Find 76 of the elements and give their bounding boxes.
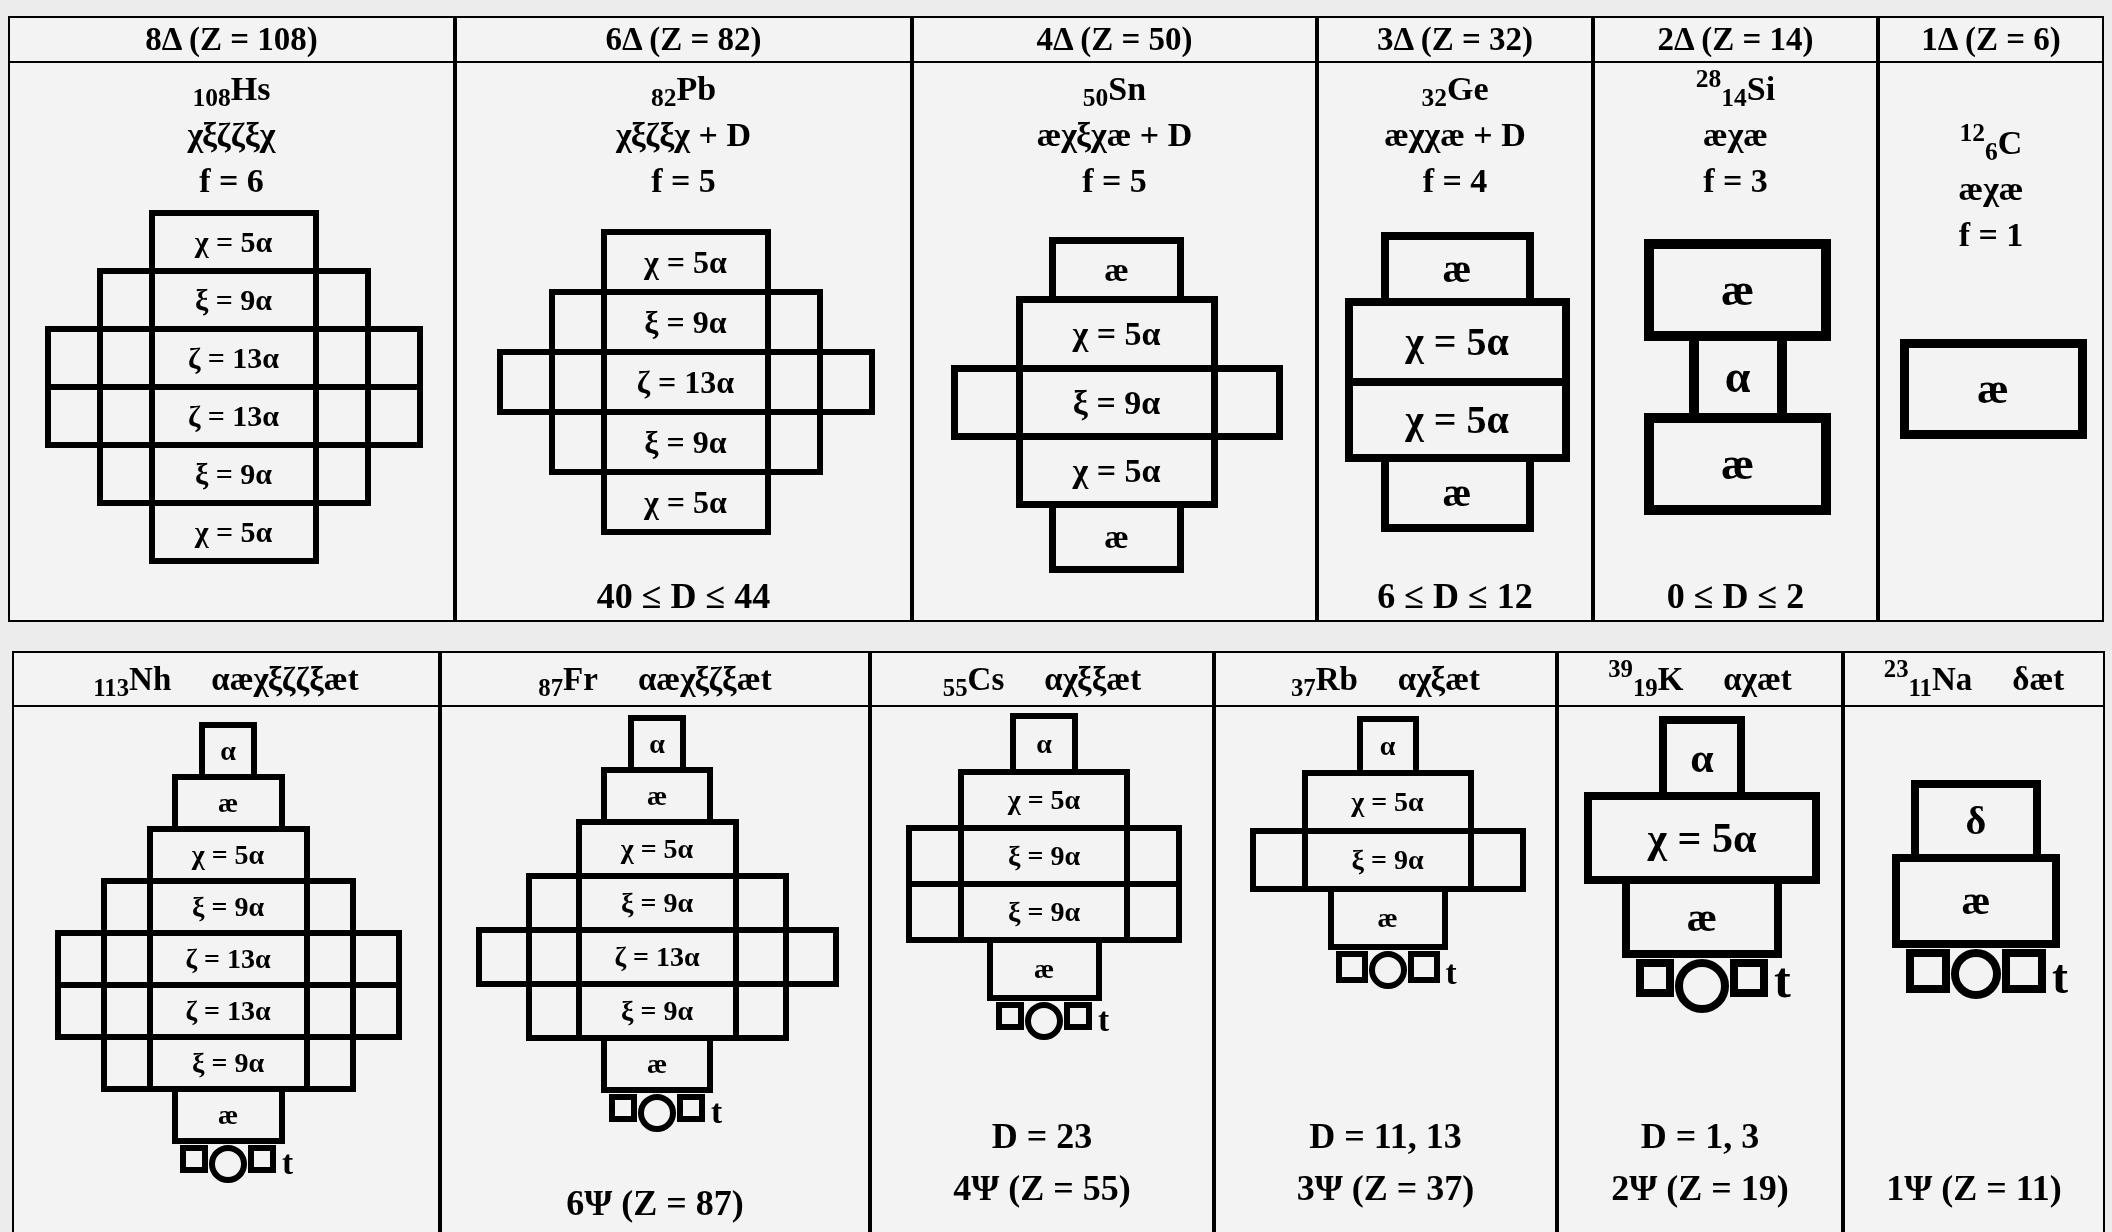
- empty-box: [1407, 951, 1440, 983]
- shell-formula: αæχξζζξæt: [211, 662, 359, 696]
- column-header: 6Δ (Z = 82): [605, 23, 762, 56]
- shell-formula: αχξξæt: [1044, 662, 1142, 696]
- table-cell: [1557, 651, 1843, 1232]
- layer-box: æ: [1644, 239, 1831, 341]
- column-header: 2Δ (Z = 14): [1657, 23, 1814, 56]
- d-range: 6 ≤ D ≤ 12: [1377, 575, 1533, 618]
- layer-box: χ = 5α: [1584, 792, 1820, 884]
- psi-label: 2Ψ (Z = 19): [1611, 1167, 1789, 1210]
- table-cell: [1214, 651, 1557, 1232]
- shell-formula: αæχξζξæt: [637, 662, 772, 696]
- table-cell: [455, 16, 912, 622]
- column-header: 3Δ (Z = 32): [1377, 23, 1533, 56]
- empty-box: [822, 349, 875, 415]
- table-cell: [1843, 651, 2105, 1232]
- shell-formula: æχæ: [1958, 169, 2024, 209]
- shell-formula: æχæ: [1703, 115, 1768, 155]
- t-label: t: [282, 1146, 294, 1180]
- table-cell: [870, 651, 1214, 1232]
- shell-formula: χξζξχ + D: [615, 115, 751, 155]
- f-value: f = 1: [1958, 215, 2024, 255]
- psi-label: 3Ψ (Z = 37): [1296, 1167, 1475, 1210]
- nuclide-symbol: $_{87}$Fr: [538, 662, 598, 696]
- d-value: D = 11, 13: [1309, 1115, 1462, 1158]
- column-header: 8Δ (Z = 108): [145, 23, 318, 56]
- d-range: 0 ≤ D ≤ 2: [1666, 575, 1805, 618]
- table-cell: [912, 16, 1317, 622]
- column-header: 4Δ (Z = 50): [1036, 23, 1193, 56]
- shell-formula: δæt: [2012, 662, 2065, 696]
- t-label: t: [2052, 953, 2068, 1001]
- d-value: D = 23: [991, 1115, 1093, 1158]
- empty-box: [677, 1094, 705, 1122]
- layer-box: æ: [1892, 854, 2060, 948]
- f-value: f = 5: [651, 161, 716, 201]
- shell-formula: æχξχæ + D: [1036, 115, 1193, 155]
- empty-box: [1335, 951, 1368, 983]
- t-label: t: [1445, 956, 1457, 990]
- nuclide-symbol: $_{37}$Rb: [1290, 662, 1358, 696]
- empty-box: [1064, 1002, 1092, 1030]
- t-label: t: [711, 1095, 723, 1129]
- f-value: f = 4: [1422, 161, 1488, 201]
- f-value: f = 3: [1703, 161, 1768, 201]
- layer-box: æ: [1644, 413, 1831, 515]
- d-range: 40 ≤ D ≤ 44: [596, 575, 771, 618]
- t-label: t: [1098, 1003, 1110, 1037]
- nuclide-symbol: $_{50}$Sn: [1082, 69, 1147, 112]
- empty-box: [2002, 949, 2046, 993]
- d-value: D = 1, 3: [1640, 1115, 1760, 1158]
- f-value: f = 6: [199, 161, 264, 201]
- layer-box: æ: [1899, 339, 2087, 439]
- nuclide-symbol: $_{108}$Hs: [192, 69, 271, 112]
- shell-formula: αχξæt: [1397, 662, 1481, 696]
- psi-label: 4Ψ (Z = 55): [953, 1167, 1131, 1210]
- table-cell: [1593, 16, 1878, 622]
- nuclide-symbol: $_{82}$Pb: [650, 69, 717, 112]
- shell-formula: αχæt: [1723, 662, 1792, 696]
- psi-label: 6Ψ (Z = 87): [566, 1182, 744, 1225]
- nuclide-symbol: $_{113}$Nh: [93, 662, 172, 696]
- nuclide-symbol: $_{55}$Cs: [942, 662, 1005, 696]
- table-cell: [1878, 16, 2104, 622]
- shell-formula: æχχæ + D: [1384, 115, 1526, 155]
- table-cell: [440, 651, 870, 1232]
- column-header: 1Δ (Z = 6): [1921, 23, 2061, 56]
- empty-box: [1730, 959, 1768, 997]
- f-value: f = 5: [1082, 161, 1147, 201]
- empty-box: [788, 927, 839, 987]
- shell-formula: χξζζξχ: [187, 115, 276, 155]
- empty-box: [475, 927, 526, 987]
- psi-label: 1Ψ (Z = 11): [1886, 1167, 2062, 1210]
- table-cell: [1317, 16, 1593, 622]
- empty-box: [496, 349, 549, 415]
- empty-box: [248, 1145, 276, 1173]
- table-cell: [12, 651, 440, 1232]
- table-cell: [8, 16, 455, 622]
- nuclide-symbol: $_{32}$Ge: [1421, 69, 1489, 112]
